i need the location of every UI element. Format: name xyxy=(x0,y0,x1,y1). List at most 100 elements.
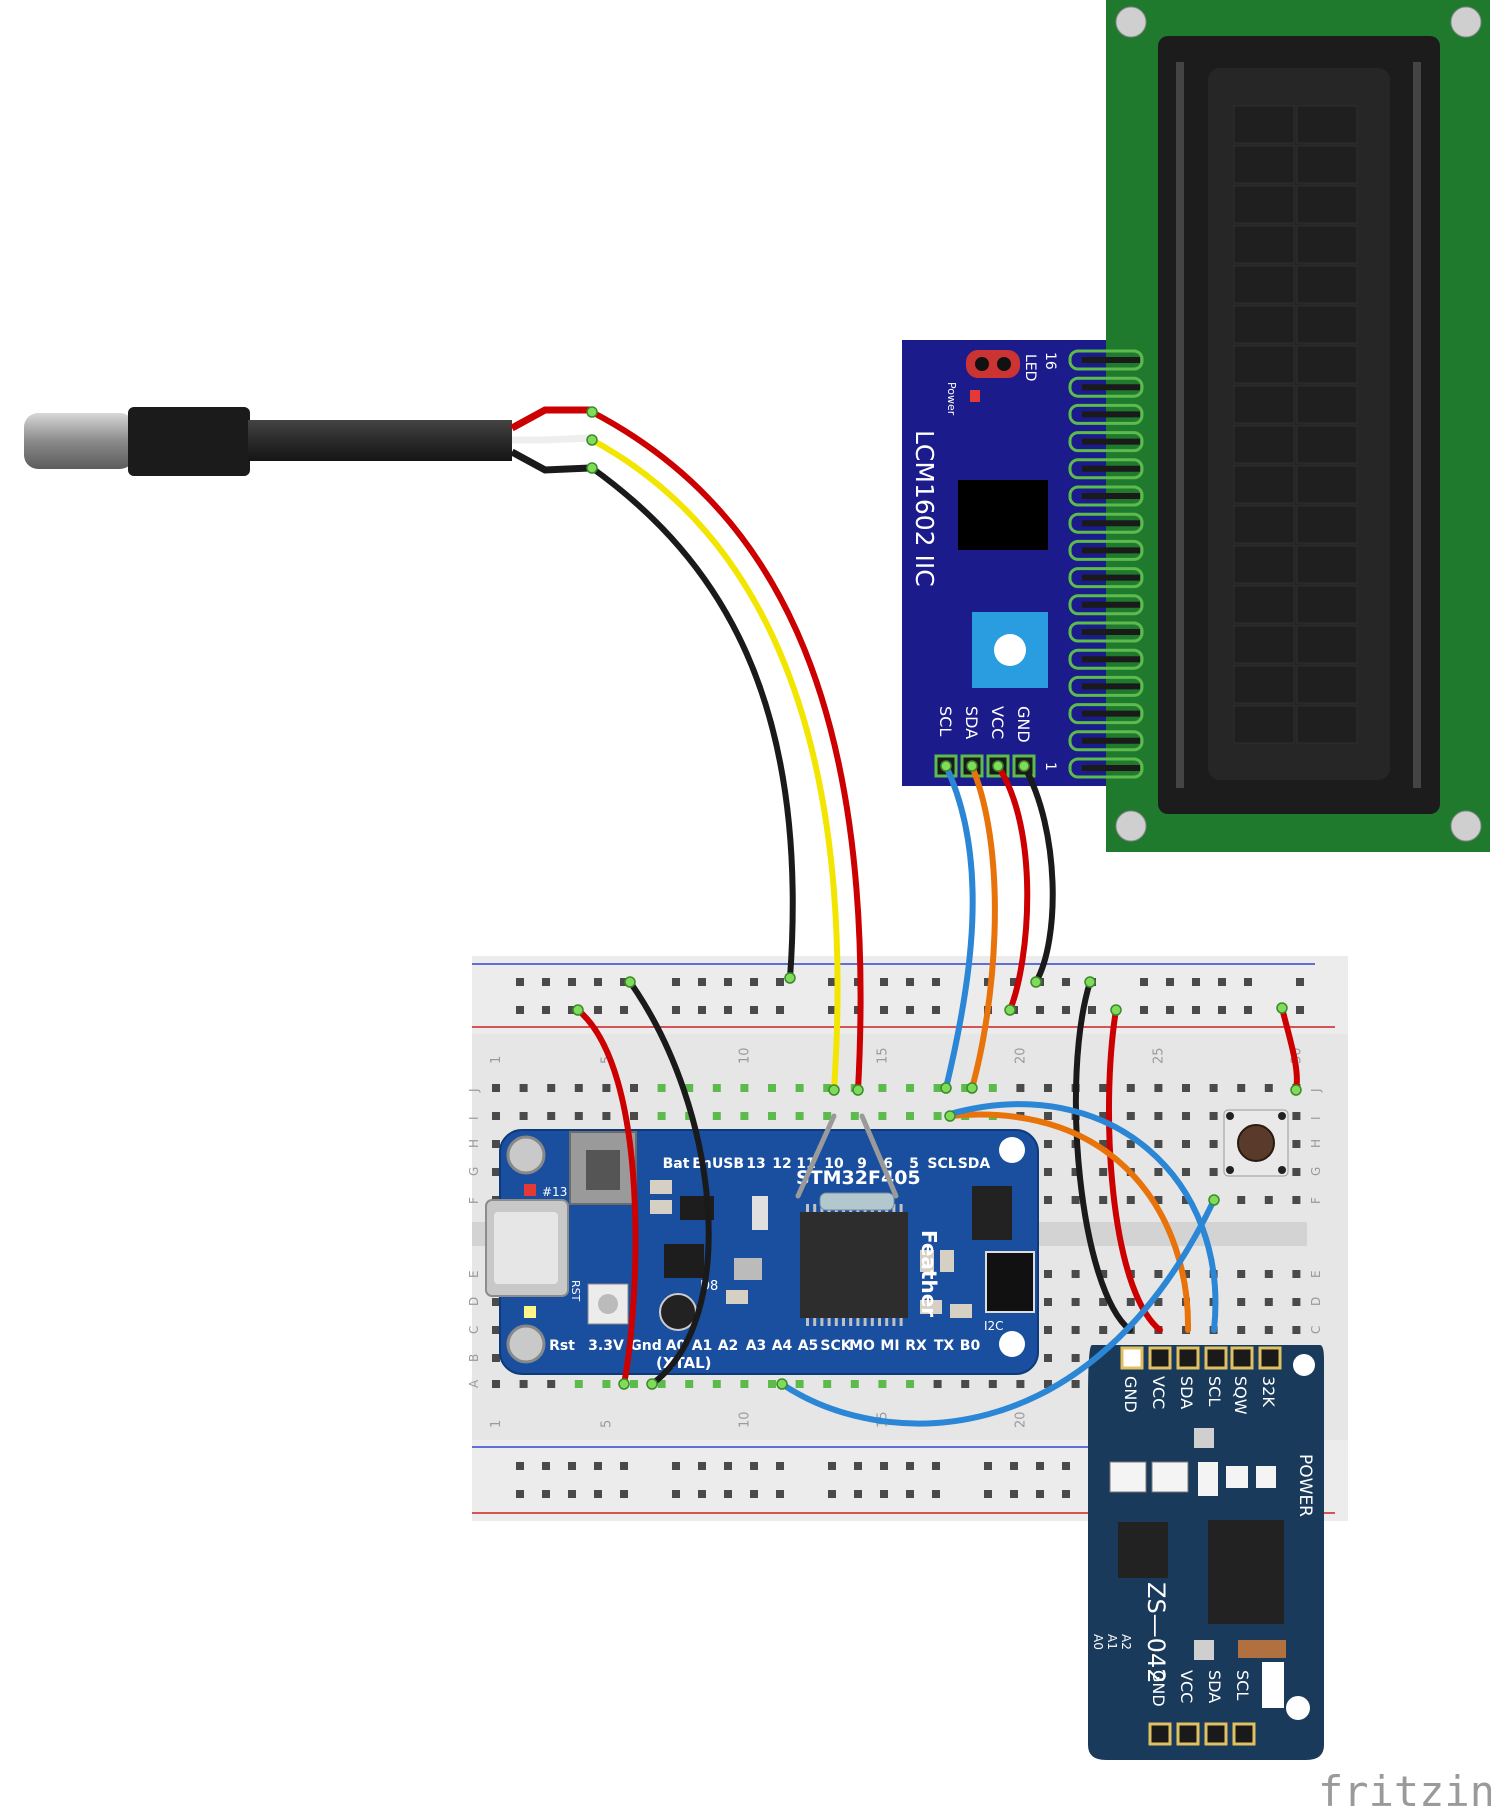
wire-end xyxy=(1018,760,1030,772)
probe-sleeve xyxy=(128,407,250,476)
mcu-bottom-pin-label: MI xyxy=(880,1338,899,1354)
breadboard-hole xyxy=(1126,1140,1135,1148)
row-letter: H xyxy=(467,1139,481,1148)
backpack-power-label: Power xyxy=(945,382,958,416)
rail-hole xyxy=(1218,978,1226,986)
rail-hole xyxy=(828,1490,836,1498)
mcu-bottom-pin-label: TX xyxy=(934,1338,955,1354)
i2c-pin-label: VCC xyxy=(988,706,1007,739)
lcd-header-pin xyxy=(1068,621,1144,643)
wire-end xyxy=(646,1378,658,1390)
breadboard-hole xyxy=(1154,1298,1163,1306)
lcd-cell xyxy=(1296,345,1358,384)
breadboard-hole xyxy=(657,1380,666,1388)
wire-rtc-sda-orange xyxy=(947,1111,1192,1333)
breadboard-hole xyxy=(1292,1112,1301,1120)
rail-hole xyxy=(984,1462,992,1470)
breadboard-hole xyxy=(933,1380,942,1388)
breadboard-hole xyxy=(740,1084,749,1092)
breadboard-hole xyxy=(602,1084,611,1092)
breadboard-hole xyxy=(1292,1270,1301,1278)
breadboard-hole xyxy=(657,1112,666,1120)
breadboard-hole xyxy=(1099,1084,1108,1092)
rtc-top-pin-label: SCL xyxy=(1205,1376,1224,1406)
row-letter: D xyxy=(1309,1297,1323,1306)
breadboard-hole xyxy=(1044,1380,1052,1388)
wire-end xyxy=(1084,976,1096,988)
rtc-top-pin xyxy=(1120,1346,1144,1370)
lcd-header-pin xyxy=(1068,648,1144,670)
rtc-address-label: A1 xyxy=(1105,1634,1119,1650)
breadboard-hole xyxy=(602,1112,611,1120)
rail-hole xyxy=(594,978,602,986)
rail-hole xyxy=(1166,1006,1174,1014)
rtc-top-pin xyxy=(1148,1346,1172,1370)
lcd-cell xyxy=(1233,185,1295,224)
lcd-cell xyxy=(1296,585,1358,624)
jumper-grey-1 xyxy=(795,1113,837,1199)
rtc-main-chip xyxy=(1208,1520,1284,1624)
column-number: 25 xyxy=(1151,1047,1166,1064)
rail-hole xyxy=(516,1462,524,1470)
breadboard-hole xyxy=(492,1354,500,1362)
wire-gnd-black xyxy=(627,979,712,1387)
breadboard-hole xyxy=(1292,1298,1301,1306)
rail-hole xyxy=(932,1462,940,1470)
probe-cable xyxy=(248,420,512,461)
rtc-bottom-pin-label: SCL xyxy=(1233,1670,1252,1700)
breadboard-hole xyxy=(1044,1270,1052,1278)
rail-hole xyxy=(776,1462,784,1470)
lcd-display xyxy=(1106,0,1490,852)
rail-hole xyxy=(568,1462,576,1470)
rail-hole xyxy=(906,1490,914,1498)
row-letter: I xyxy=(467,1116,481,1120)
lcd-cell xyxy=(1296,185,1358,224)
breadboard-hole xyxy=(1292,1196,1301,1204)
flash-chip xyxy=(972,1186,1012,1240)
backpack-ic xyxy=(958,480,1048,550)
breadboard-hole xyxy=(1292,1168,1301,1176)
cap xyxy=(659,1293,697,1331)
wire-probe-red xyxy=(589,409,864,1093)
mcu-bottom-pin-label: A2 xyxy=(718,1338,739,1354)
wire-end xyxy=(966,1082,978,1094)
rtc-address-label: A2 xyxy=(1119,1634,1133,1650)
breadboard-hole xyxy=(492,1326,500,1334)
breadboard-hole xyxy=(850,1380,859,1388)
rtc-power-label: POWER xyxy=(1295,1454,1315,1517)
lcd-cell xyxy=(1296,465,1358,504)
breadboard-hole xyxy=(1264,1326,1273,1334)
rail-hole xyxy=(984,978,992,986)
wire-end xyxy=(776,1378,788,1390)
breadboard-hole xyxy=(1154,1270,1163,1278)
rtc-model-label: ZS—042 xyxy=(1142,1582,1170,1683)
column-number: 5 xyxy=(599,1056,614,1064)
lcd-cell xyxy=(1233,305,1295,344)
breadboard-hole xyxy=(795,1112,804,1120)
breadboard-hole xyxy=(1209,1084,1218,1092)
rail-hole xyxy=(542,1462,550,1470)
i2c-pin-label: SCL xyxy=(936,706,955,736)
breadboard-hole xyxy=(988,1084,997,1092)
rail-hole xyxy=(750,1490,758,1498)
rail-hole xyxy=(620,978,628,986)
breadboard-hole xyxy=(1016,1084,1025,1092)
rail-hole xyxy=(1296,978,1304,986)
rail-hole xyxy=(880,1490,888,1498)
row-letter: I xyxy=(1309,1116,1323,1120)
jumper-grey-2 xyxy=(859,1113,899,1199)
wire-lcd-sda-orange xyxy=(969,763,998,1091)
battery-connector xyxy=(569,1131,637,1205)
breadboard-hole xyxy=(547,1112,556,1120)
rail-hole xyxy=(932,1006,940,1014)
wire-end xyxy=(828,1084,840,1096)
rtc-bottom-pin xyxy=(1204,1722,1228,1746)
rail-hole xyxy=(542,1490,550,1498)
breadboard-hole xyxy=(492,1084,500,1092)
breadboard-hole xyxy=(906,1084,914,1092)
wire-button-red xyxy=(1279,1005,1300,1093)
rail-hole xyxy=(516,1006,524,1014)
